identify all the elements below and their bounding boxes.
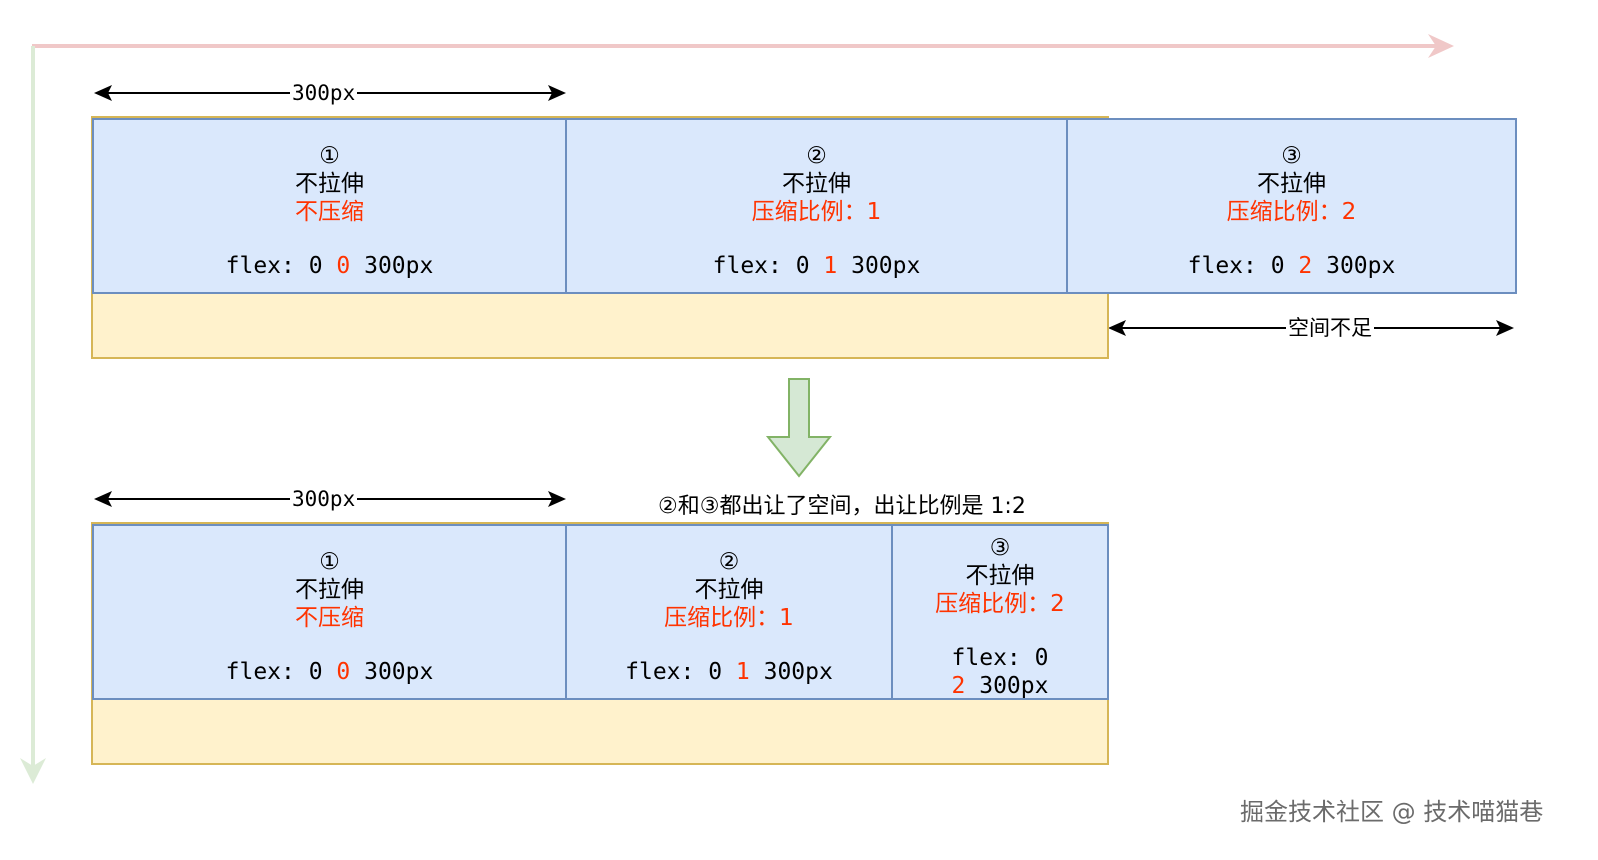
cross-axis-arrow	[20, 46, 46, 784]
item-number: ①	[319, 549, 340, 575]
grow-label: 不拉伸	[965, 563, 1035, 589]
shrink-label: 不压缩	[295, 199, 364, 225]
flex-declaration: flex: 0 2 300px	[1187, 253, 1396, 279]
item-number: ①	[319, 143, 340, 169]
item-number: ②	[718, 549, 740, 575]
transition-down-arrow	[765, 378, 833, 478]
shrink-label: 不压缩	[295, 605, 364, 631]
flex-shrink-value: 1	[823, 253, 838, 279]
top-width-label: 300px	[290, 81, 358, 105]
shrink-label: 压缩比例：2	[935, 591, 1065, 617]
bottom-flex-item-2: ② 不拉伸 压缩比例：1 flex: 0 1 300px	[565, 524, 893, 700]
top-flex-item-2: ② 不拉伸 压缩比例：1 flex: 0 1 300px	[565, 118, 1068, 294]
shrink-label: 压缩比例：1	[664, 605, 794, 631]
flex-shrink-value: 0	[336, 253, 351, 279]
bottom-width-label: 300px	[290, 487, 358, 511]
grow-label: 不拉伸	[1257, 171, 1326, 197]
main-axis-arrow	[32, 34, 1454, 58]
flex-declaration: flex: 0 1 300px	[625, 659, 833, 685]
item-number: ③	[1281, 143, 1302, 169]
item-number: ②	[806, 143, 827, 169]
grow-label: 不拉伸	[694, 577, 764, 603]
watermark-text: 掘金技术社区 @ 技术喵猫巷	[1240, 798, 1544, 826]
flex-shrink-value: 2	[1298, 253, 1313, 279]
grow-label: 不拉伸	[782, 171, 851, 197]
bottom-flex-item-3: ③ 不拉伸 压缩比例：2 flex: 0 2 300px	[891, 524, 1109, 700]
flex-declaration: flex: 0 0 300px	[225, 253, 434, 279]
flex-shrink-value: 1	[735, 659, 750, 685]
item-number: ③	[989, 535, 1011, 561]
flex-shrink-value: 2	[951, 673, 966, 699]
flex-declaration: flex: 0 1 300px	[712, 253, 921, 279]
flex-shrink-value: 0	[336, 659, 351, 685]
grow-label: 不拉伸	[295, 171, 364, 197]
top-flex-item-3: ③ 不拉伸 压缩比例：2 flex: 0 2 300px	[1066, 118, 1517, 294]
shrink-label: 压缩比例：1	[751, 199, 882, 225]
flex-declaration: flex: 0 0 300px	[225, 659, 434, 685]
shortfall-label: 空间不足	[1286, 316, 1374, 340]
shrink-label: 压缩比例：2	[1226, 199, 1357, 225]
flex-declaration: flex: 0 2 300px	[951, 645, 1049, 699]
top-flex-item-1: ① 不拉伸 不压缩 flex: 0 0 300px	[92, 118, 567, 294]
grow-label: 不拉伸	[295, 577, 364, 603]
result-caption: ②和③都出让了空间，出让比例是 1:2	[658, 494, 1026, 519]
bottom-flex-item-1: ① 不拉伸 不压缩 flex: 0 0 300px	[92, 524, 567, 700]
